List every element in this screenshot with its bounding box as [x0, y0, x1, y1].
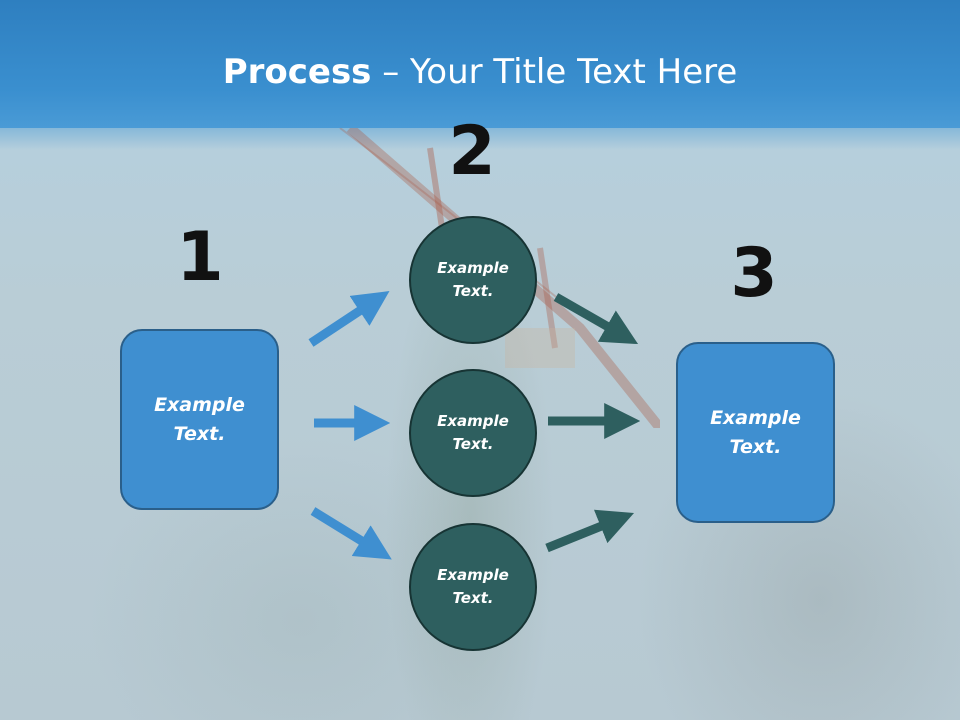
title-bold: Process: [222, 52, 372, 92]
arrow-top-to-right: [553, 293, 639, 345]
step-number-3: 3: [730, 234, 778, 313]
process-circle-middle: Example Text.: [409, 369, 537, 497]
right-process-box: Example Text.: [676, 342, 835, 523]
step-number-2: 2: [448, 112, 496, 191]
circle-top-label: Example Text.: [437, 259, 509, 300]
arrow-left-to-bottom: [310, 507, 392, 560]
circle-bottom-label: Example Text.: [437, 566, 509, 607]
step-number-1: 1: [176, 218, 224, 297]
arrow-left-to-top: [308, 291, 390, 347]
slide-title: Process – Your Title Text Here: [0, 52, 960, 92]
title-bar: [0, 0, 960, 128]
circle-middle-label: Example Text.: [437, 412, 509, 453]
process-circle-top: Example Text.: [409, 216, 537, 344]
title-rest: – Your Title Text Here: [371, 52, 738, 92]
arrow-bottom-to-right: [545, 509, 635, 553]
process-circle-bottom: Example Text.: [409, 523, 537, 651]
right-box-label: Example Text.: [710, 406, 801, 458]
left-process-box: Example Text.: [120, 329, 279, 510]
left-box-label: Example Text.: [154, 393, 245, 445]
